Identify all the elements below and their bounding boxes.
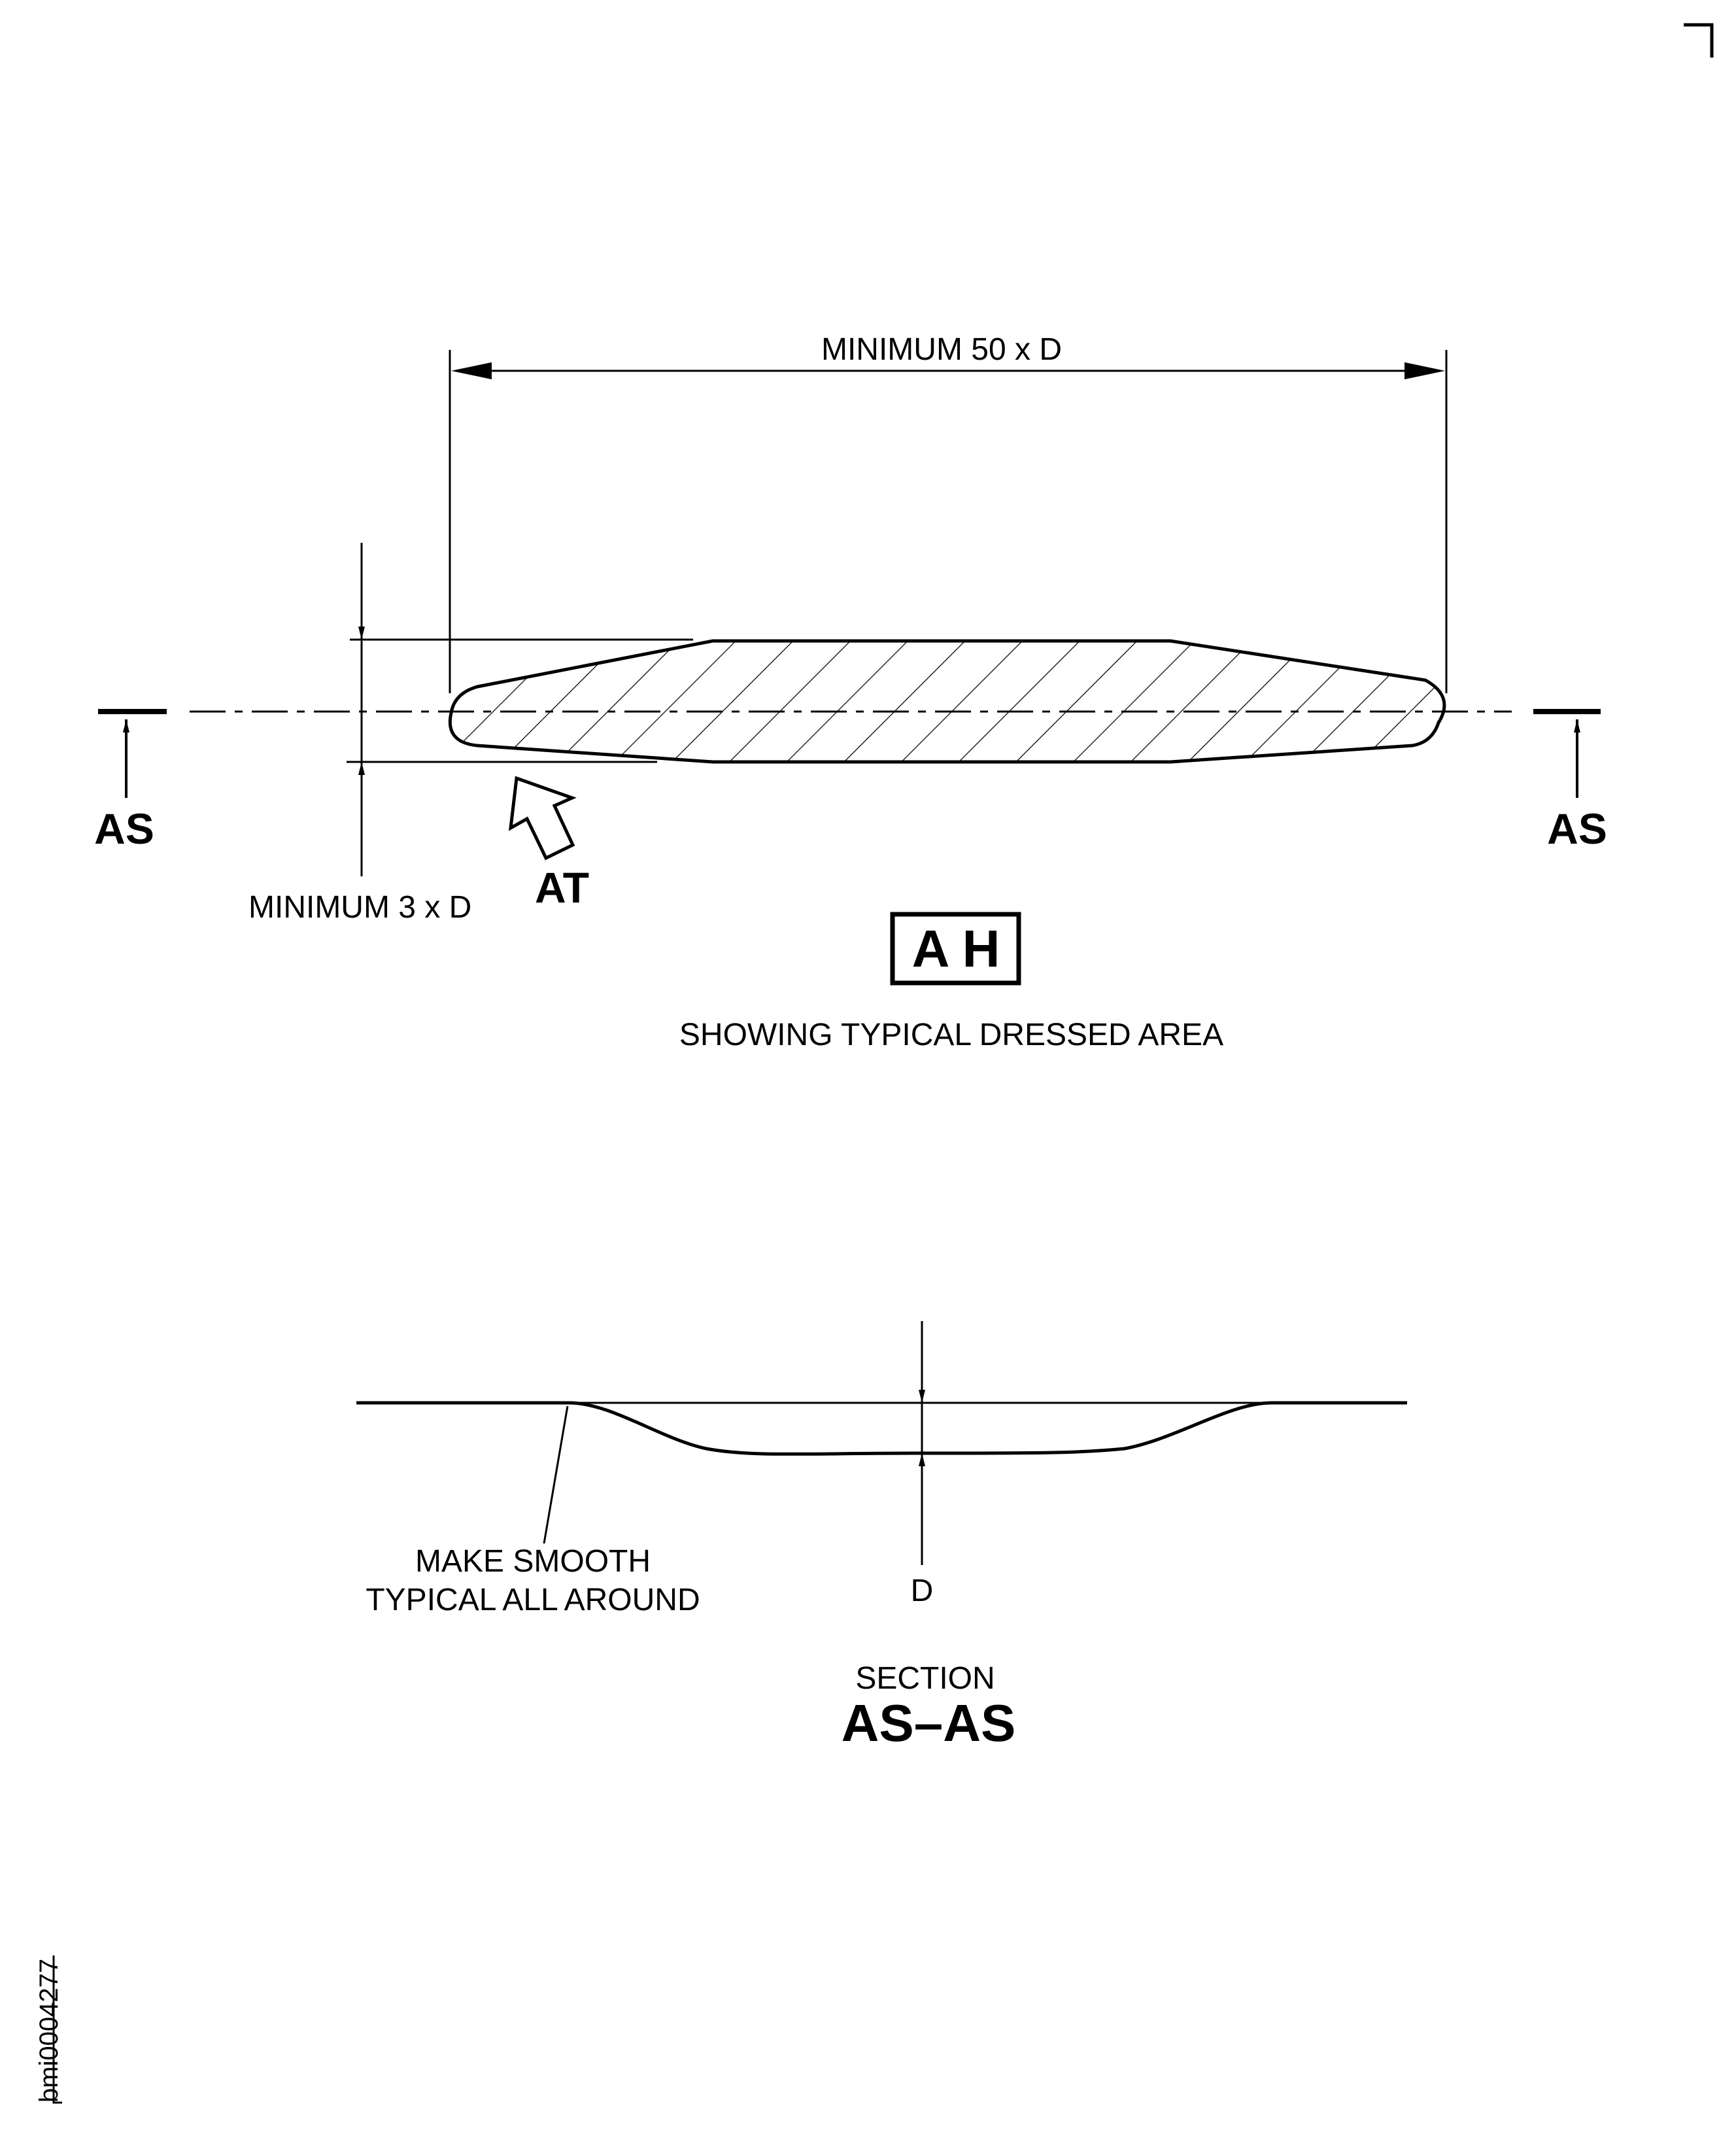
width-dimension-label: MINIMUM 3 x D — [248, 890, 471, 925]
corner-mark — [1684, 23, 1714, 58]
view-id-box — [890, 912, 1021, 986]
depth-label: D — [911, 1574, 934, 1608]
view-arrow-at — [508, 776, 577, 861]
note-line-2: TYPICAL ALL AROUND — [366, 1583, 700, 1617]
length-dimension-label: MINIMUM 50 x D — [821, 332, 1062, 367]
view-id-label: A H — [912, 920, 1000, 978]
dressed-area-hatch — [450, 641, 1444, 762]
section-arrow-left-label: AS — [94, 804, 154, 853]
dressed-area-outline — [448, 639, 1446, 764]
figure-id: bmi0004277 — [35, 1959, 63, 2103]
view-caption: SHOWING TYPICAL DRESSED AREA — [679, 1018, 1223, 1052]
make-smooth-leader — [543, 1405, 569, 1544]
section-id: AS–AS — [842, 1694, 1016, 1752]
section-word: SECTION — [855, 1661, 995, 1696]
length-arrow-right — [1404, 362, 1445, 379]
section-arrow-right-label: AS — [1547, 804, 1607, 853]
view-arrow-at-label: AT — [535, 863, 589, 912]
length-arrow-left — [451, 362, 492, 379]
section-profile — [356, 1401, 1407, 1456]
figure-id-bracket — [52, 1955, 62, 2104]
note-line-1: MAKE SMOOTH — [415, 1544, 651, 1579]
